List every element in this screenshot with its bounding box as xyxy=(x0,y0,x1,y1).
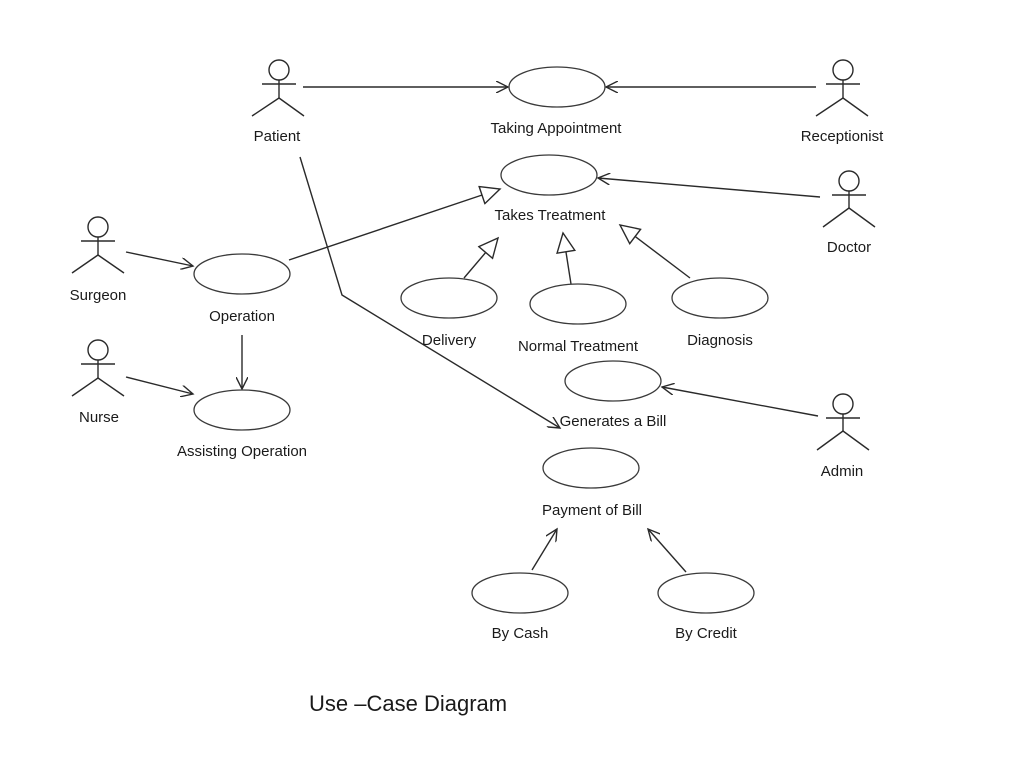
use-case-diagnosis: Diagnosis xyxy=(671,277,769,349)
edge-diagnosis-treatment xyxy=(620,225,691,279)
edge-doctor-treatment xyxy=(598,178,821,198)
stick-figure-icon xyxy=(815,59,869,117)
use-case-delivery-label: Delivery xyxy=(422,332,477,349)
use-case-takes-treatment: Takes Treatment xyxy=(495,154,607,224)
actor-receptionist: Receptionist xyxy=(801,59,884,145)
stick-figure-icon xyxy=(822,170,876,228)
use-case-diagnosis-label: Diagnosis xyxy=(687,332,753,349)
edge-surgeon-operation xyxy=(125,251,193,266)
actor-doctor-label: Doctor xyxy=(827,239,871,256)
use-case-normal-treatment-label: Normal Treatment xyxy=(518,338,639,355)
use-case-payment-of-bill: Payment of Bill xyxy=(542,447,642,519)
actor-doctor: Doctor xyxy=(822,170,876,256)
use-case-normal-treatment: Normal Treatment xyxy=(518,283,639,355)
edge-delivery-treatment xyxy=(463,238,498,279)
diagram-caption: Use –Case Diagram xyxy=(309,691,507,716)
use-case-generates-bill: Generates a Bill xyxy=(560,360,667,430)
connectors xyxy=(125,87,821,573)
actor-nurse-label: Nurse xyxy=(79,409,119,426)
actor-admin-label: Admin xyxy=(821,463,864,480)
use-case-operation-label: Operation xyxy=(209,308,275,325)
stick-figure-icon xyxy=(251,59,305,117)
actor-surgeon: Surgeon xyxy=(70,216,127,304)
edge-nurse-assisting xyxy=(125,376,193,394)
use-case-generates-bill-label: Generates a Bill xyxy=(560,413,667,430)
actor-patient-label: Patient xyxy=(254,128,302,145)
edge-admin-bill xyxy=(662,387,819,417)
use-case-payment-of-bill-label: Payment of Bill xyxy=(542,502,642,519)
edge-cash-payment xyxy=(531,529,557,571)
actor-admin: Admin xyxy=(816,393,870,480)
stick-figure-icon xyxy=(71,216,125,274)
actor-surgeon-label: Surgeon xyxy=(70,287,127,304)
stick-figure-icon xyxy=(71,339,125,397)
edge-patient-payment xyxy=(299,156,560,428)
use-case-operation: Operation xyxy=(193,253,291,325)
use-case-delivery: Delivery xyxy=(400,277,498,349)
use-case-taking-appointment-label: Taking Appointment xyxy=(491,120,623,137)
use-case-by-cash-label: By Cash xyxy=(492,625,549,642)
actor-receptionist-label: Receptionist xyxy=(801,128,884,145)
use-case-takes-treatment-label: Takes Treatment xyxy=(495,207,607,224)
use-case-by-credit-label: By Credit xyxy=(675,625,738,642)
actor-patient: Patient xyxy=(251,59,305,145)
use-case-by-cash: By Cash xyxy=(471,572,569,642)
use-case-by-credit: By Credit xyxy=(657,572,755,642)
stick-figure-icon xyxy=(816,393,870,451)
actor-nurse: Nurse xyxy=(71,339,125,426)
edge-operation-treatment xyxy=(288,189,500,261)
edge-credit-payment xyxy=(648,529,687,573)
use-case-assisting-operation-label: Assisting Operation xyxy=(177,443,307,460)
use-case-assisting-operation: Assisting Operation xyxy=(177,389,307,460)
edge-normal-treatment xyxy=(563,233,571,285)
use-case-taking-appointment: Taking Appointment xyxy=(491,66,623,137)
